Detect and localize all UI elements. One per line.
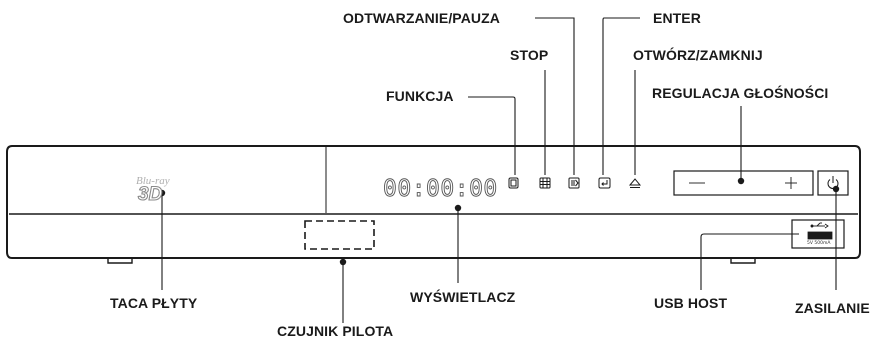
- display-digits: 00:00:00: [383, 176, 498, 203]
- label-usb-host: USB HOST: [654, 295, 728, 311]
- bluray-logo-text: Blu-ray: [136, 175, 170, 187]
- usb-spec-text: 5V 500mA: [807, 241, 831, 246]
- leader-lines: [161, 17, 837, 323]
- play-pause-icon[interactable]: [568, 177, 580, 189]
- label-display: WYŚWIETLACZ: [410, 289, 516, 305]
- label-enter: ENTER: [653, 10, 701, 26]
- label-open-close: OTWÓRZ/ZAMKNIJ: [633, 47, 763, 63]
- label-function: FUNKCJA: [386, 88, 454, 104]
- label-volume: REGULACJA GŁOŚNOŚCI: [652, 85, 829, 101]
- label-play-pause: ODTWARZANIE/PAUZA: [343, 10, 500, 26]
- label-power: ZASILANIE: [795, 300, 870, 316]
- label-disc-tray: TACA PŁYTY: [110, 295, 198, 311]
- eject-icon[interactable]: [628, 178, 642, 188]
- player-body: [6, 145, 861, 264]
- usb-icon: [810, 222, 829, 229]
- function-icon[interactable]: [508, 177, 519, 189]
- label-remote-sensor: CZUJNIK PILOTA: [277, 323, 394, 339]
- volume-control-panel: [673, 170, 849, 196]
- enter-icon[interactable]: [598, 177, 611, 189]
- 3d-logo-text: 3D: [137, 183, 163, 205]
- leader-dots: [158, 177, 840, 266]
- stop-icon[interactable]: [539, 177, 551, 189]
- label-stop: STOP: [510, 47, 549, 63]
